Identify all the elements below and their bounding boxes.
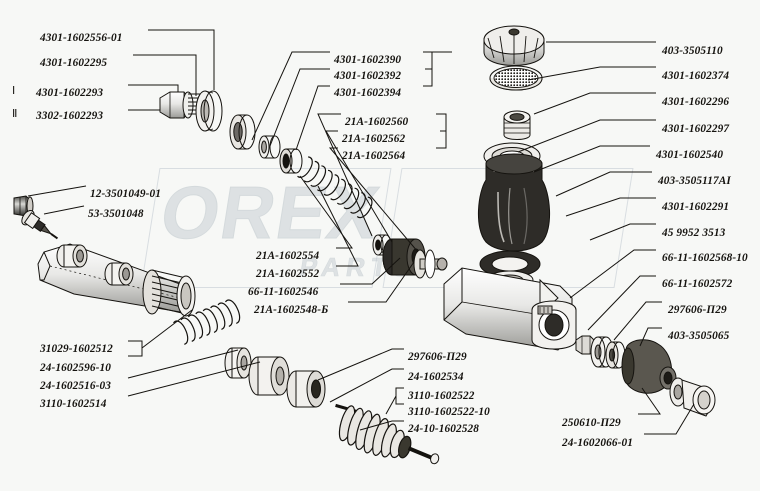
part-label-3110-1602514: 3110-1602514: [40, 398, 107, 410]
part-label-4301-1602394: 4301-1602394: [334, 87, 402, 99]
part-label-403-3505065: 403-3505065: [668, 330, 730, 342]
part-label-24-1602516-03: 24-1602516-03: [40, 380, 111, 392]
part-label-403-3505110: 403-3505110: [662, 45, 723, 57]
part-label-4301-1602297: 4301-1602297: [662, 123, 730, 135]
part-label-21A-1602552: 21A-1602552: [256, 268, 320, 280]
part-label-45-9952-3513: 45 9952 3513: [662, 227, 726, 239]
part-label-4301-1602540: 4301-1602540: [656, 149, 724, 161]
part-label-4301-1602293: 4301-1602293: [36, 87, 104, 99]
part-label-403-3505117AI: 403-3505117АI: [658, 175, 731, 187]
part-label-3302-1602293: 3302-1602293: [36, 110, 104, 122]
part-label-297606-P29-center: 297606-П29: [408, 351, 467, 363]
part-label-24-1602596-10: 24-1602596-10: [40, 362, 111, 374]
legend-marker-two: Ⅱ: [12, 108, 18, 120]
part-label-53-3501048: 53-3501048: [88, 208, 144, 220]
legend-marker-one: Ⅰ: [12, 85, 16, 97]
part-label-24-1602534: 24-1602534: [408, 371, 464, 383]
part-label-4301-1602390: 4301-1602390: [334, 54, 402, 66]
part-label-24-1602066-01: 24-1602066-01: [562, 437, 633, 449]
part-label-12-3501049-01: 12-3501049-01: [90, 188, 161, 200]
part-label-21A-1602562: 21A-1602562: [342, 133, 406, 145]
part-label-4301-1602374: 4301-1602374: [662, 70, 730, 82]
part-label-4301-1602296: 4301-1602296: [662, 96, 730, 108]
part-label-250610-P29: 250610-П29: [562, 417, 621, 429]
part-label-66-11-1602568-10: 66-11-1602568-10: [662, 252, 748, 264]
part-label-4301-1602556-01: 4301-1602556-01: [40, 32, 123, 44]
part-label-4301-1602392: 4301-1602392: [334, 70, 402, 82]
part-label-66-11-1602546: 66-11-1602546: [248, 286, 319, 298]
part-label-21A-1602548-B: 21A-1602548-Б: [254, 304, 329, 316]
part-label-4301-1602295: 4301-1602295: [40, 57, 108, 69]
part-label-66-11-1602572: 66-11-1602572: [662, 278, 733, 290]
part-label-3110-1602522-10: 3110-1602522-10: [408, 406, 490, 418]
part-label-4301-1602291: 4301-1602291: [662, 201, 730, 213]
part-label-21A-1602560: 21A-1602560: [345, 116, 409, 128]
part-label-31029-1602512: 31029-1602512: [40, 343, 113, 355]
part-label-21A-1602554: 21A-1602554: [256, 250, 320, 262]
part-label-24-10-1602528: 24-10-1602528: [408, 423, 479, 435]
part-label-297606-P29-right: 297606-П29: [668, 304, 727, 316]
part-label-21A-1602564: 21A-1602564: [342, 150, 406, 162]
part-label-3110-1602522: 3110-1602522: [408, 390, 475, 402]
